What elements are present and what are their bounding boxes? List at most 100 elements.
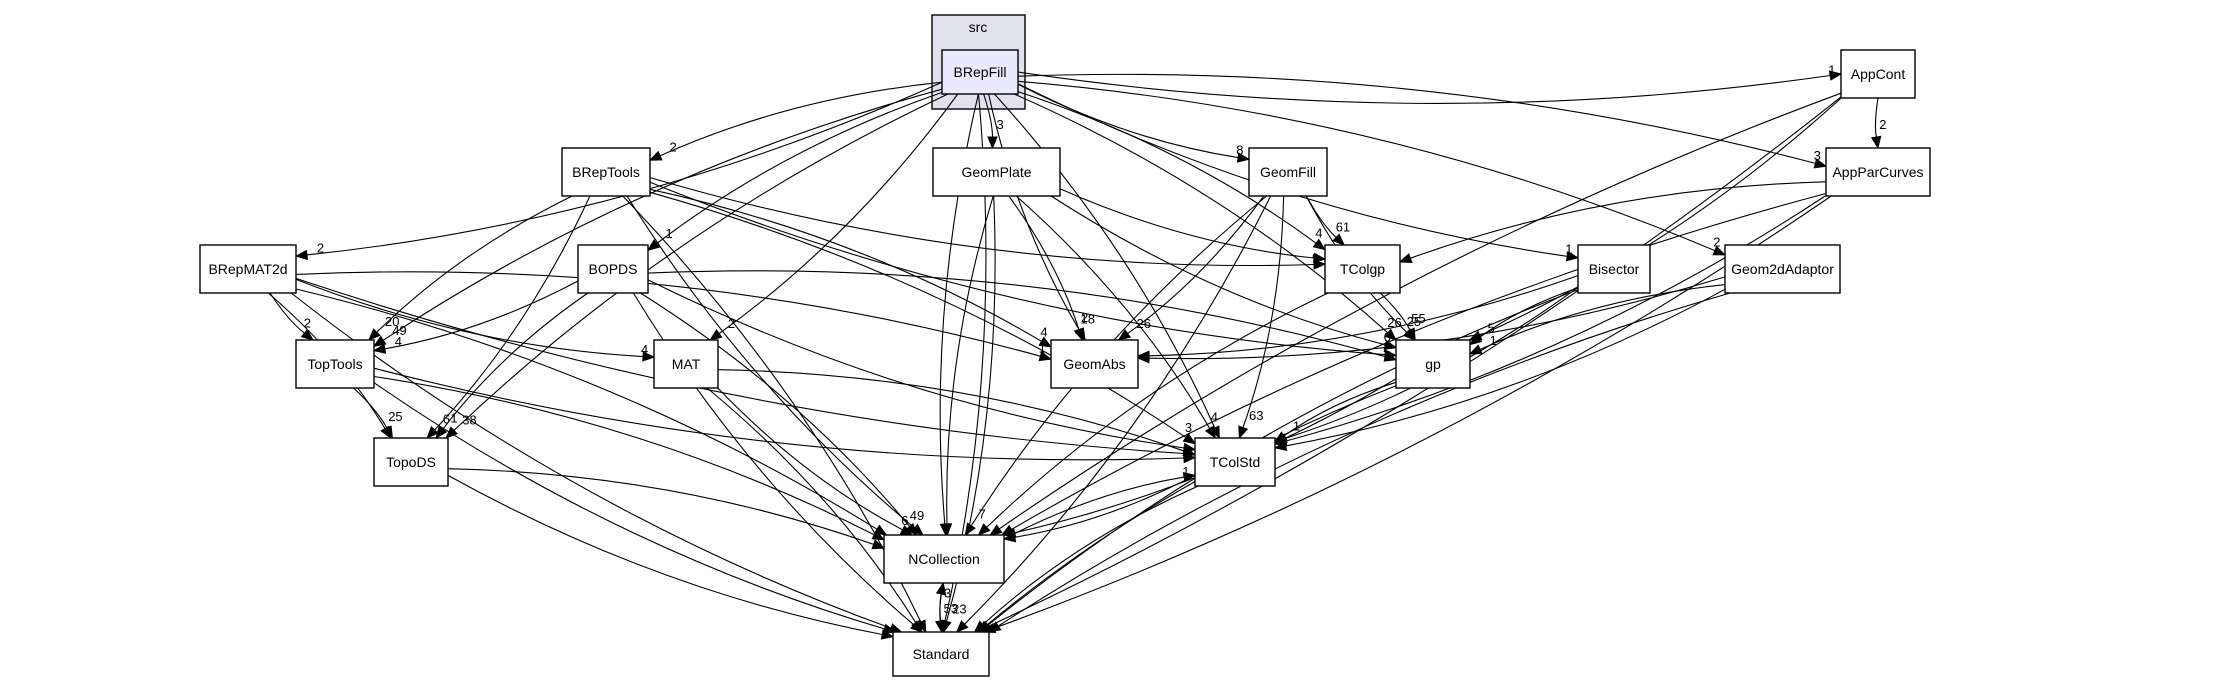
edge-arrowhead — [1136, 352, 1150, 364]
node-GeomFill[interactable]: GeomFill — [1248, 147, 1328, 197]
node-AppParCurves[interactable]: AppParCurves — [1825, 147, 1931, 197]
node-GeomPlate[interactable]: GeomPlate — [932, 147, 1061, 197]
node-TopoDS[interactable]: TopoDS — [373, 437, 449, 487]
edge-weight-label: 3 — [997, 117, 1004, 132]
edge-line — [447, 468, 874, 545]
edge-line — [1003, 476, 1185, 540]
edge-NCollection-to-TColStd: 1 — [1003, 464, 1197, 540]
node-NCollection[interactable]: NCollection — [883, 534, 1005, 584]
edge-TopTools-to-Standard — [373, 382, 897, 634]
node-box[interactable] — [1395, 339, 1471, 389]
edge-arrowhead — [987, 136, 998, 150]
edge-line — [964, 195, 1272, 625]
node-label[interactable]: BRepFill — [954, 64, 1007, 80]
edge-AppParCurves-to-TColStd — [1273, 195, 1827, 446]
edge-BRepTools-to-TopTools: 20 — [367, 195, 573, 341]
node-BRepMAT2d[interactable]: BRepMAT2d — [199, 244, 297, 294]
edge-weight-label: 4 — [1040, 324, 1047, 339]
edge-line — [987, 289, 1579, 626]
node-box[interactable] — [561, 147, 651, 197]
edge-line — [373, 382, 885, 630]
edge-line — [1410, 181, 1827, 259]
node-label[interactable]: GeomAbs — [1063, 356, 1125, 372]
node-label[interactable]: GeomPlate — [961, 164, 1031, 180]
node-gp[interactable]: gp — [1395, 339, 1471, 389]
edge-line — [353, 387, 388, 429]
edge-line — [1059, 188, 1315, 259]
node-label[interactable]: Bisector — [1589, 261, 1640, 277]
node-box[interactable] — [1825, 147, 1931, 197]
edge-TopoDS-to-NCollection — [447, 468, 886, 550]
edge-weight-label: 5 — [1488, 320, 1495, 335]
node-label[interactable]: AppParCurves — [1832, 164, 1923, 180]
node-label[interactable]: TopTools — [307, 356, 362, 372]
node-label[interactable]: TopoDS — [386, 454, 436, 470]
edge-line — [988, 93, 1080, 331]
edge-BRepFill-to-AppParCurves: 3 — [1017, 73, 1828, 169]
edge-arrowhead — [1332, 233, 1346, 246]
node-label[interactable]: Geom2dAdaptor — [1731, 261, 1834, 277]
node-TColgp[interactable]: TColgp — [1324, 244, 1401, 294]
node-label[interactable]: TColgp — [1340, 261, 1385, 277]
edge-weight-label: 4 — [1315, 226, 1322, 241]
node-BRepTools[interactable]: BRepTools — [561, 147, 651, 197]
edge-arrowhead — [1565, 250, 1580, 262]
node-box[interactable] — [892, 631, 990, 677]
node-box[interactable] — [932, 147, 1061, 197]
node-label[interactable]: MAT — [672, 356, 701, 372]
node-Geom2dAdaptor[interactable]: Geom2dAdaptor — [1724, 244, 1841, 294]
node-box[interactable] — [941, 49, 1019, 95]
node-box[interactable] — [653, 339, 719, 389]
node-AppCont[interactable]: AppCont — [1840, 49, 1916, 99]
edge-line — [295, 288, 878, 530]
node-label[interactable]: BOPDS — [588, 261, 637, 277]
node-box[interactable] — [295, 339, 375, 389]
node-box[interactable] — [199, 244, 297, 294]
edge-BOPDS-to-TopTools: 4 — [372, 280, 579, 354]
node-MAT[interactable]: MAT — [653, 339, 719, 389]
node-label[interactable]: Standard — [913, 646, 970, 662]
node-box[interactable] — [373, 437, 449, 487]
edge-line — [622, 195, 922, 623]
node-label[interactable]: BRepMAT2d — [208, 261, 287, 277]
edges: 1323821412492182638220694232642361262563… — [267, 62, 1887, 640]
node-TColStd[interactable]: TColStd — [1194, 437, 1276, 487]
edge-weight-label: 2 — [1081, 310, 1088, 325]
node-label[interactable]: BRepTools — [572, 164, 640, 180]
node-TopTools[interactable]: TopTools — [295, 339, 375, 389]
node-label[interactable]: TColStd — [1210, 454, 1261, 470]
node-box[interactable] — [1248, 147, 1328, 197]
node-box[interactable] — [1324, 244, 1401, 294]
edge-line — [717, 387, 903, 531]
node-box[interactable] — [1194, 437, 1276, 487]
node-box[interactable] — [1724, 244, 1841, 294]
node-BRepFill[interactable]: BRepFill — [941, 49, 1019, 95]
node-box[interactable] — [883, 534, 1005, 584]
node-BOPDS[interactable]: BOPDS — [577, 244, 649, 294]
node-label[interactable]: NCollection — [908, 551, 980, 567]
edge-arrowhead — [1238, 425, 1249, 440]
edge-weight-label: 4 — [395, 334, 402, 349]
node-label[interactable]: AppCont — [1851, 66, 1906, 82]
node-box[interactable] — [1050, 339, 1139, 389]
node-Bisector[interactable]: Bisector — [1577, 244, 1651, 294]
node-GeomAbs[interactable]: GeomAbs — [1050, 339, 1139, 389]
edge-Bisector-to-gp: 5 — [1468, 287, 1579, 346]
edge-line — [382, 88, 943, 341]
node-box[interactable] — [1840, 49, 1916, 99]
node-label[interactable]: GeomFill — [1260, 164, 1316, 180]
edge-arrowhead — [1073, 327, 1084, 342]
node-Standard[interactable]: Standard — [892, 631, 990, 677]
node-box[interactable] — [577, 244, 649, 294]
edge-AppCont-to-gp — [1468, 97, 1842, 341]
edge-GeomFill-to-TColgp: 61 — [1305, 195, 1350, 246]
edge-weight-label: 2 — [1713, 234, 1720, 249]
edge-line — [1285, 195, 1827, 442]
node-box[interactable] — [1577, 244, 1651, 294]
edge-weight-label: 2 — [1879, 117, 1886, 132]
edge-arrowhead — [1383, 351, 1398, 362]
edge-BRepFill-to-TopTools: 49 — [372, 88, 943, 348]
node-label[interactable]: gp — [1425, 356, 1441, 372]
edge-line — [946, 195, 994, 525]
